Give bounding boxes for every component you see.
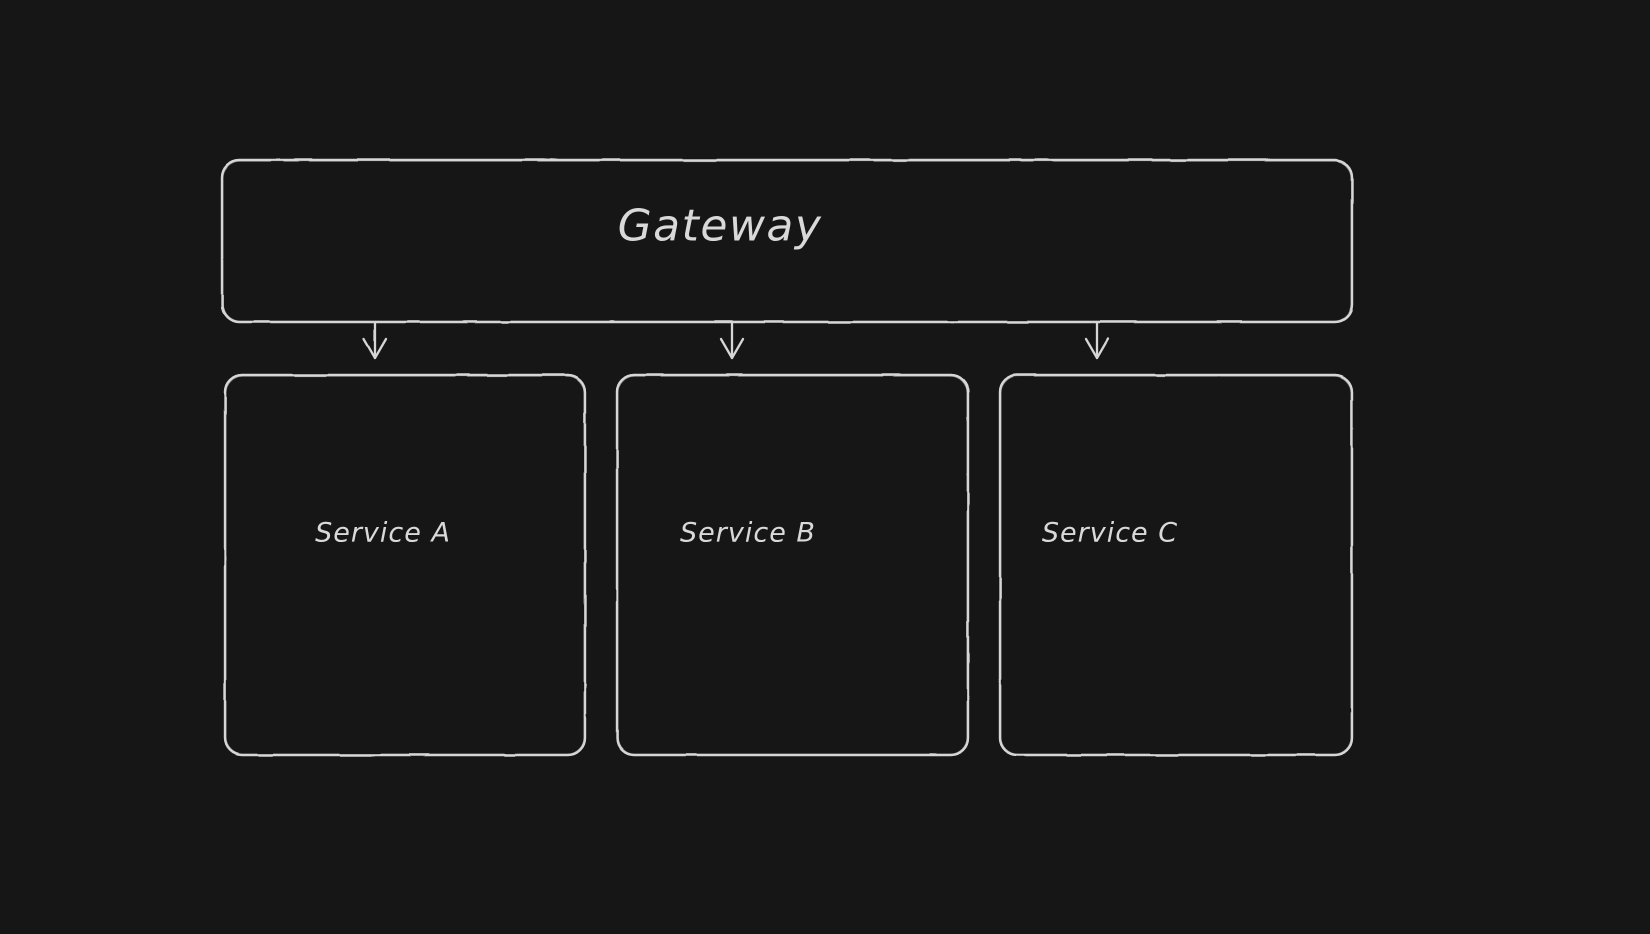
edge-gateway-to-service-a[interactable]: [362, 320, 388, 360]
edge-arrowhead-gateway-to-service-b: [719, 337, 745, 360]
node-outline-service-a: [223, 373, 587, 757]
node-outline-ghost-service-b: [617, 375, 968, 755]
edge-gateway-to-service-b[interactable]: [719, 320, 745, 360]
node-outline-service-c: [998, 373, 1354, 757]
edge-gateway-to-service-c[interactable]: [1084, 320, 1110, 360]
node-outline-gateway: [220, 158, 1354, 324]
node-outline-ghost-service-c: [1000, 375, 1352, 755]
node-gateway[interactable]: [220, 158, 1354, 324]
node-outline-service-b: [615, 373, 970, 757]
node-service-b[interactable]: [615, 373, 970, 757]
node-service-c[interactable]: [998, 373, 1354, 757]
node-outline-ghost-service-a: [225, 375, 585, 755]
node-service-a[interactable]: [223, 373, 587, 757]
node-outline-ghost-gateway: [222, 160, 1352, 322]
edge-arrowhead-gateway-to-service-a: [362, 337, 388, 360]
edge-arrowhead-gateway-to-service-c: [1084, 337, 1110, 360]
